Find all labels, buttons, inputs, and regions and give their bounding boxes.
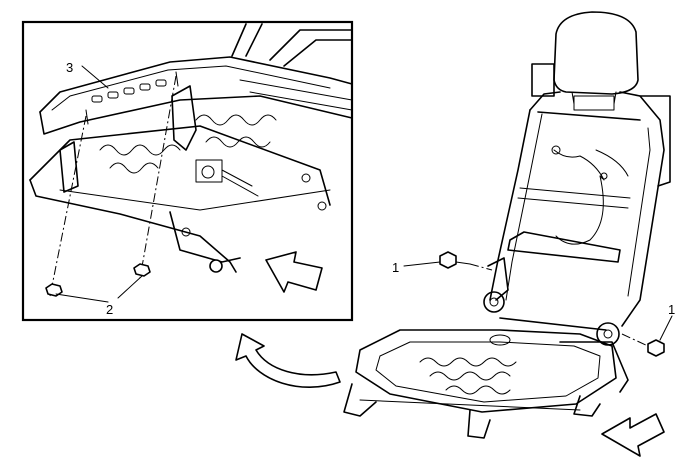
back-frame-right [529,91,665,327]
nut-left [45,283,63,297]
wire-connector-1 [551,145,561,155]
track-front-left [343,383,377,417]
back-cross-bar [507,231,621,263]
callout-1-left-leader [403,261,441,267]
track-rail [359,399,581,411]
callout-label-3: 3 [66,60,73,75]
curved-detail-arrow [235,333,341,389]
detail-track-lower [29,179,237,273]
callout-label-2: 2 [106,302,113,317]
detail-track-stud [209,259,223,273]
detail-track-mid [59,189,331,211]
bolt-left-alignment [469,263,493,271]
detail-back-upright-right [269,29,353,67]
back-wire-harness [553,149,629,245]
track-front-mid [467,409,491,439]
bolt-left-shank [455,261,471,265]
detail-alignment-line-left [49,115,87,297]
back-left-pad [531,63,555,97]
cushion-springs [419,357,517,395]
detail-frame-rim-inner [51,65,331,111]
detail-side-rail [239,79,353,111]
detail-alignment-line-right [139,75,177,279]
cushion-frame-inner [375,341,601,403]
callout-1-right-leader [659,315,673,341]
track-front-right [573,395,601,417]
detail-stud-mid [301,173,311,183]
wire-connector-2 [600,172,608,180]
cushion-rear-stud [489,334,511,346]
detail-left-bracket [59,141,79,193]
detail-side-bracket [171,85,197,151]
cushion-side-right [559,341,629,393]
cushion-frame-outer [355,329,617,413]
bolt-right [647,339,665,357]
detail-view [21,20,354,322]
detail-frame-rim-back [39,56,353,113]
headrest [553,11,639,95]
recliner-pivot-left-center [489,297,499,307]
recliner-pivot-right-center [603,329,613,339]
bolt-left [439,251,457,269]
detail-frame-rim-front [39,95,353,135]
back-frame-left [489,109,531,301]
bolt-right-alignment [621,333,649,347]
detail-studs [85,71,179,125]
detail-bolt-hole [181,227,191,237]
detail-rim-slots [91,79,167,103]
callout-label-1-right: 1 [668,302,675,317]
recliner-pivot-left [483,291,505,313]
nut-right [133,263,151,277]
detail-mechanism [195,159,259,197]
recliner-bracket-left [487,257,509,301]
back-side-panel [639,95,671,187]
detail-track-foot [169,211,241,263]
main-fasteners [403,251,673,357]
detail-track-upper [29,125,331,206]
detail-direction-arrow [265,251,323,293]
callout-2-leaders [55,275,143,303]
back-lower-bar [499,317,607,331]
headrest-guide [573,95,615,111]
back-frame-left-inner [505,113,543,301]
back-frame-top-bar [537,111,641,121]
back-frame-right-inner [627,127,651,297]
detail-back-upright-left [231,23,263,57]
detail-springs [99,114,277,174]
callout-label-1-left: 1 [392,260,399,275]
front-direction-arrow [601,413,665,457]
detail-stud-right [317,201,327,211]
back-lumbar-bar [517,187,631,209]
seat-frame-main [343,11,671,439]
callout-3-leader [81,65,109,89]
